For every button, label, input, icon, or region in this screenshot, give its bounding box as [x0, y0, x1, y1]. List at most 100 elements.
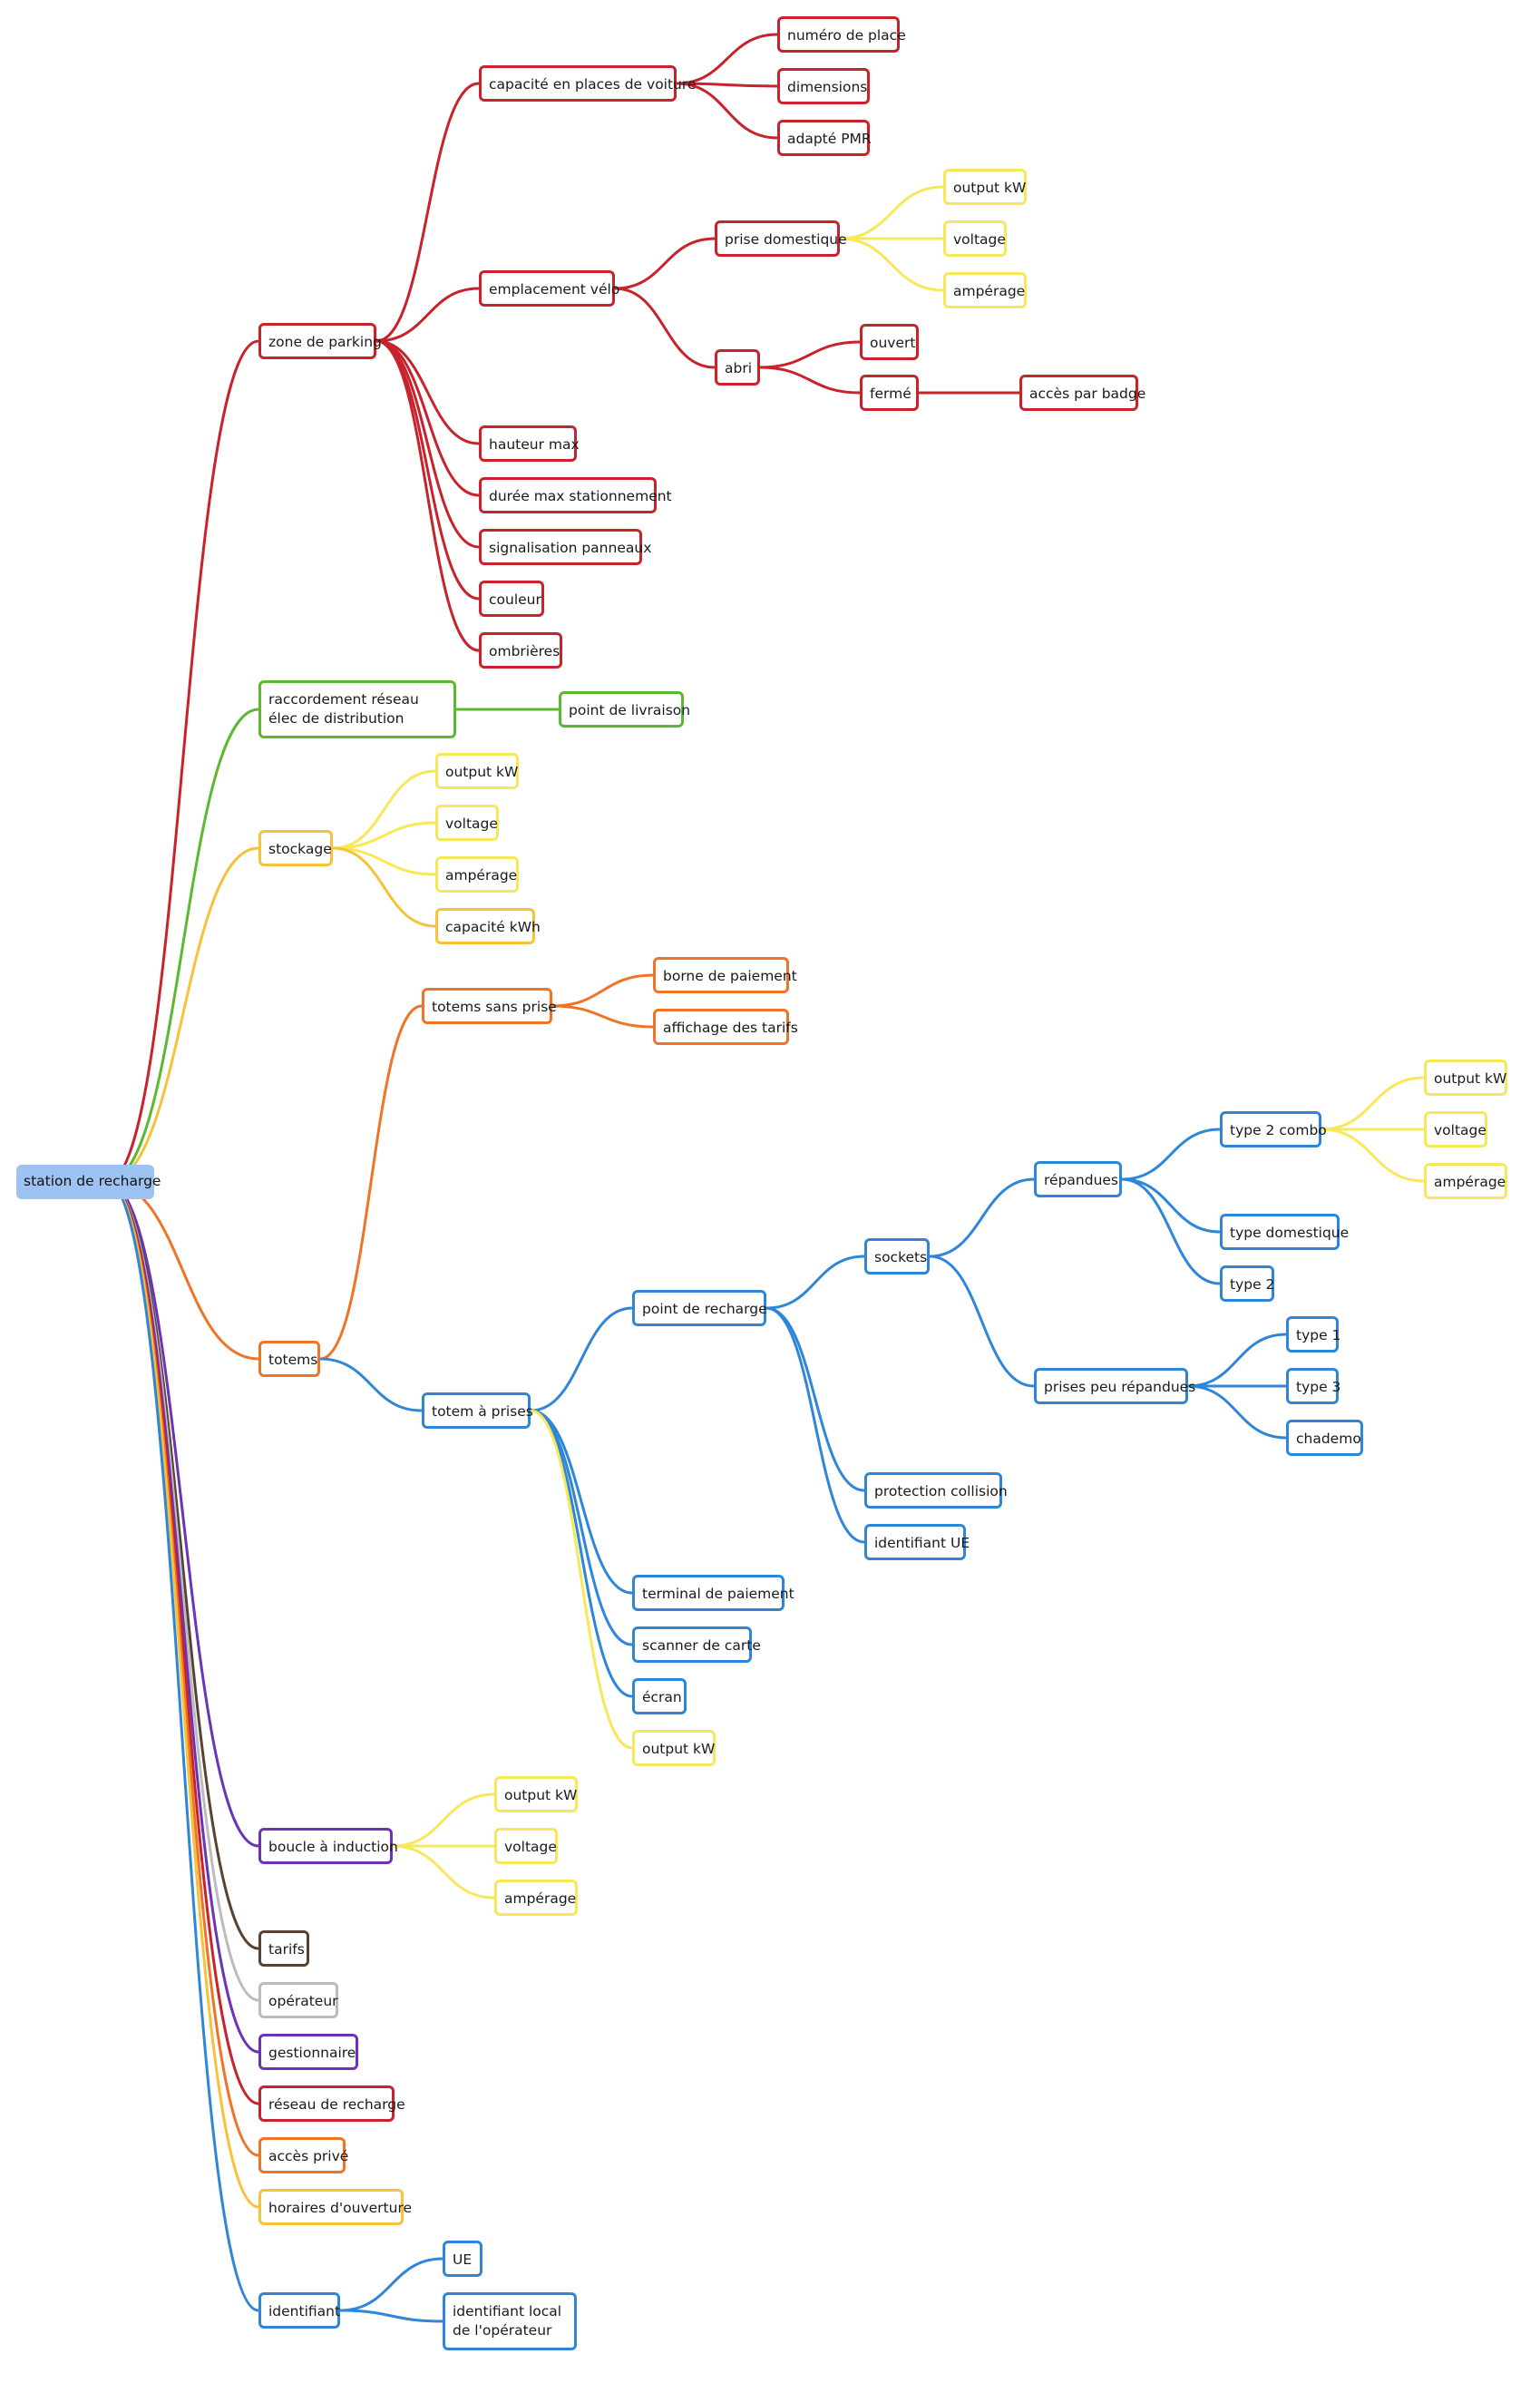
node-ue[interactable]: UE — [443, 2241, 482, 2277]
node-sockets[interactable]: sockets — [864, 1238, 930, 1275]
connector-root-tarifs — [105, 1180, 260, 1950]
node-boucle[interactable]: boucle à induction — [258, 1828, 398, 1864]
node-zone[interactable]: zone de parking — [258, 323, 382, 359]
node-t2c_volt[interactable]: voltage — [1424, 1111, 1487, 1148]
node-livraison[interactable]: point de livraison — [559, 691, 690, 728]
node-pdr[interactable]: point de recharge — [632, 1290, 767, 1326]
connector-root-raccord — [105, 708, 260, 1184]
node-label: borne de paiement — [663, 968, 797, 984]
node-numero[interactable]: numéro de place — [777, 16, 906, 53]
connector-sockets-peurep — [928, 1255, 1036, 1388]
node-hauteur[interactable]: hauteur max — [479, 425, 580, 462]
node-pmr[interactable]: adapté PMR — [777, 120, 872, 156]
node-collision[interactable]: protection collision — [864, 1472, 1008, 1509]
node-st_volt[interactable]: voltage — [435, 805, 499, 841]
node-label: identifiant local de l'opérateur — [453, 2303, 562, 2339]
node-peurep[interactable]: prises peu répandues — [1034, 1368, 1195, 1404]
connector-totems-aprises — [318, 1357, 424, 1412]
node-pd_amp[interactable]: ampérage — [943, 272, 1027, 308]
node-label: durée max stationnement — [489, 488, 672, 504]
node-idlocal[interactable]: identifiant local de l'opérateur — [443, 2292, 577, 2350]
node-label: ampérage — [1434, 1174, 1506, 1190]
node-horaires[interactable]: horaires d'ouverture — [258, 2189, 412, 2225]
node-aprises[interactable]: totem à prises — [422, 1392, 533, 1429]
node-label: station de recharge — [24, 1173, 161, 1189]
node-identifiant[interactable]: identifiant — [258, 2292, 340, 2329]
connector-t2combo-t2c_amp — [1320, 1128, 1426, 1183]
node-tarifs[interactable]: tarifs — [258, 1930, 309, 1967]
connector-stockage-st_out — [331, 769, 437, 850]
node-t3[interactable]: type 3 — [1286, 1368, 1341, 1404]
node-ombr[interactable]: ombrières — [479, 632, 562, 669]
connector-zone-velo — [375, 287, 481, 343]
node-tdom[interactable]: type domestique — [1220, 1214, 1349, 1250]
node-b_volt[interactable]: voltage — [494, 1828, 558, 1864]
node-stockage[interactable]: stockage — [258, 830, 333, 866]
connector-abri-ferme — [758, 366, 862, 395]
node-label: capacité en places de voiture — [489, 76, 697, 93]
node-raccord[interactable]: raccordement réseau élec de distribution — [258, 680, 456, 738]
connector-stockage-st_volt — [331, 821, 437, 850]
node-borne[interactable]: borne de paiement — [653, 957, 797, 993]
node-prisedom[interactable]: prise domestique — [715, 220, 847, 257]
node-acces[interactable]: accès privé — [258, 2137, 348, 2173]
node-b_out[interactable]: output kW — [494, 1776, 578, 1812]
node-badge[interactable]: accès par badge — [1019, 375, 1145, 411]
node-t1[interactable]: type 1 — [1286, 1316, 1340, 1353]
node-ferme[interactable]: fermé — [860, 375, 919, 411]
node-t2c_amp[interactable]: ampérage — [1424, 1163, 1507, 1199]
node-label: identifiant — [268, 2303, 341, 2320]
node-label: chademo — [1296, 1431, 1361, 1447]
node-st_cap[interactable]: capacité kWh — [435, 908, 541, 944]
node-gestionnaire[interactable]: gestionnaire — [258, 2034, 358, 2070]
node-sansprise[interactable]: totems sans prise — [422, 988, 557, 1024]
node-capacite[interactable]: capacité en places de voiture — [479, 65, 696, 102]
node-label: ampérage — [953, 283, 1026, 299]
node-velo[interactable]: emplacement vélo — [479, 270, 619, 307]
connector-aprises-scanner — [529, 1409, 634, 1646]
node-t2[interactable]: type 2 — [1220, 1265, 1274, 1302]
node-dimensions[interactable]: dimensions — [777, 68, 870, 104]
node-label: type 3 — [1296, 1379, 1341, 1395]
node-operateur[interactable]: opérateur — [258, 1982, 338, 2018]
node-st_amp[interactable]: ampérage — [435, 856, 519, 893]
node-label: sockets — [874, 1249, 928, 1265]
node-terminal[interactable]: terminal de paiement — [632, 1575, 794, 1611]
node-affichage[interactable]: affichage des tarifs — [653, 1009, 798, 1045]
connector-identifiant-ue — [338, 2257, 444, 2312]
node-idue_pdr[interactable]: identifiant UE — [864, 1524, 970, 1560]
node-pd_volt[interactable]: voltage — [943, 220, 1007, 257]
node-label: output kW — [504, 1787, 578, 1803]
node-reseau[interactable]: réseau de recharge — [258, 2085, 405, 2122]
node-st_out[interactable]: output kW — [435, 753, 519, 789]
node-ecran[interactable]: écran — [632, 1678, 687, 1714]
node-abri[interactable]: abri — [715, 349, 760, 386]
node-scanner[interactable]: scanner de carte — [632, 1626, 761, 1663]
node-t2c_out[interactable]: output kW — [1424, 1060, 1507, 1096]
node-label: boucle à induction — [268, 1839, 398, 1855]
node-label: gestionnaire — [268, 2045, 356, 2061]
connector-aprises-terminal — [529, 1409, 634, 1595]
node-label: point de recharge — [642, 1301, 767, 1317]
node-ouvert[interactable]: ouvert — [860, 324, 919, 360]
connector-abri-ouvert — [758, 340, 862, 369]
node-chademo[interactable]: chademo — [1286, 1420, 1363, 1456]
connector-pdr-collision — [765, 1306, 866, 1492]
node-label: affichage des tarifs — [663, 1020, 798, 1036]
node-signal[interactable]: signalisation panneaux — [479, 529, 651, 565]
node-duree[interactable]: durée max stationnement — [479, 477, 672, 513]
connector-zone-couleur — [375, 339, 481, 601]
node-tp_out[interactable]: output kW — [632, 1730, 716, 1766]
node-b_amp[interactable]: ampérage — [494, 1880, 578, 1916]
node-couleur[interactable]: couleur — [479, 581, 544, 617]
node-repandues[interactable]: répandues — [1034, 1161, 1122, 1197]
node-pd_out[interactable]: output kW — [943, 169, 1027, 205]
node-root[interactable]: station de recharge — [16, 1165, 161, 1199]
node-totems[interactable]: totems — [258, 1341, 320, 1377]
node-label: signalisation panneaux — [489, 540, 652, 556]
node-label: hauteur max — [489, 436, 580, 453]
connector-root-acces — [105, 1180, 260, 2157]
connector-root-stockage — [105, 846, 260, 1184]
node-t2combo[interactable]: type 2 combo — [1220, 1111, 1327, 1148]
node-label: raccordement réseau élec de distribution — [268, 691, 419, 727]
